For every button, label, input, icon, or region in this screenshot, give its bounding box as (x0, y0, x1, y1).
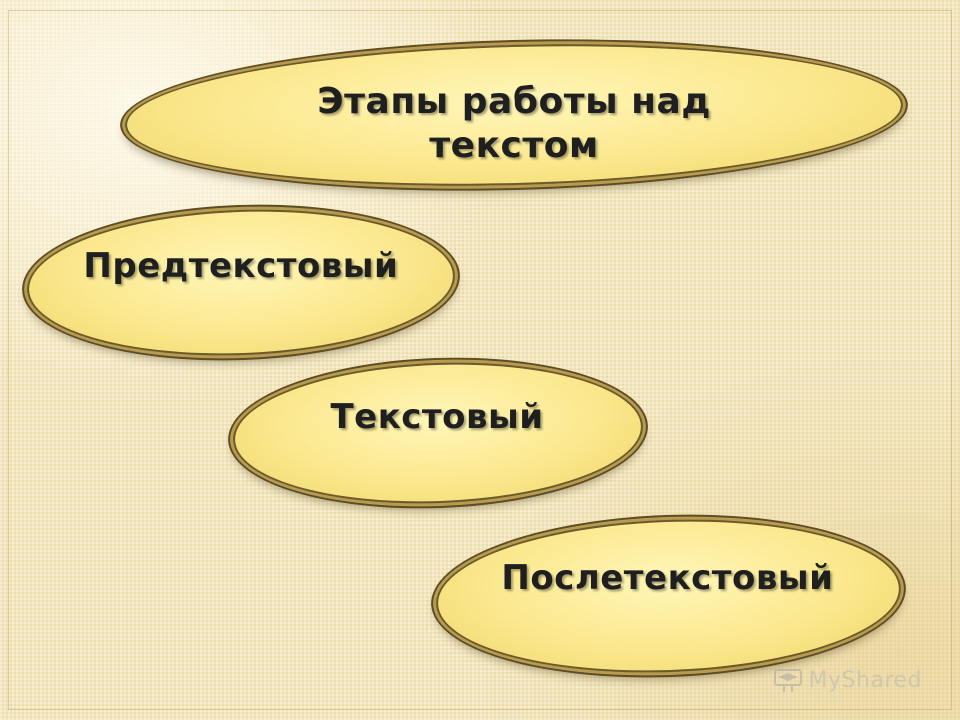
stage-label-text: Текстовый (330, 397, 545, 438)
mortarboard-icon (773, 669, 802, 692)
stage-oval-pre-text: Предтекстовый (24, 202, 458, 363)
watermark: MyShared (773, 666, 922, 694)
stage-label-post-text: Послетекстовый (501, 558, 834, 599)
stage-oval-text: Текстовый (230, 355, 646, 511)
stage-oval-post-text: Послетекстовый (433, 511, 904, 681)
stage-label-pre-text: Предтекстовый (82, 246, 398, 287)
watermark-text: MyShared (808, 667, 922, 693)
